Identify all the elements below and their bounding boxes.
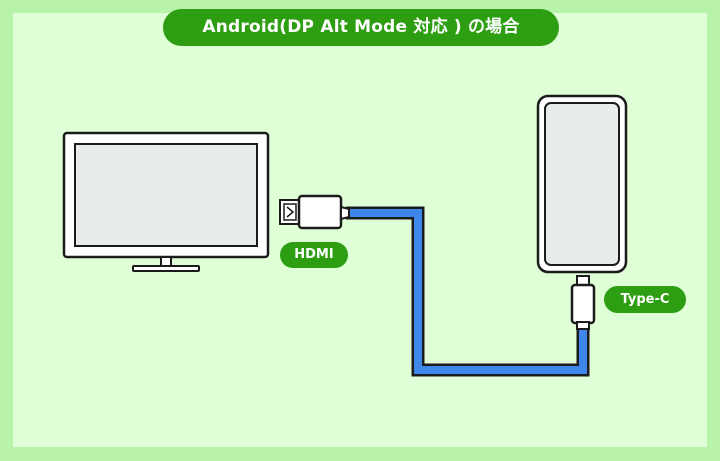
hdmi-connector-icon	[279, 194, 350, 230]
hdmi-label: HDMI	[280, 242, 348, 268]
television-icon	[62, 131, 270, 272]
diagram-title: Android(DP Alt Mode 対応 ) の場合	[163, 9, 559, 46]
usb-typec-connector-icon	[570, 275, 596, 330]
typec-label: Type-C	[604, 286, 686, 313]
cable-icon	[346, 206, 590, 377]
smartphone-icon	[536, 94, 628, 274]
